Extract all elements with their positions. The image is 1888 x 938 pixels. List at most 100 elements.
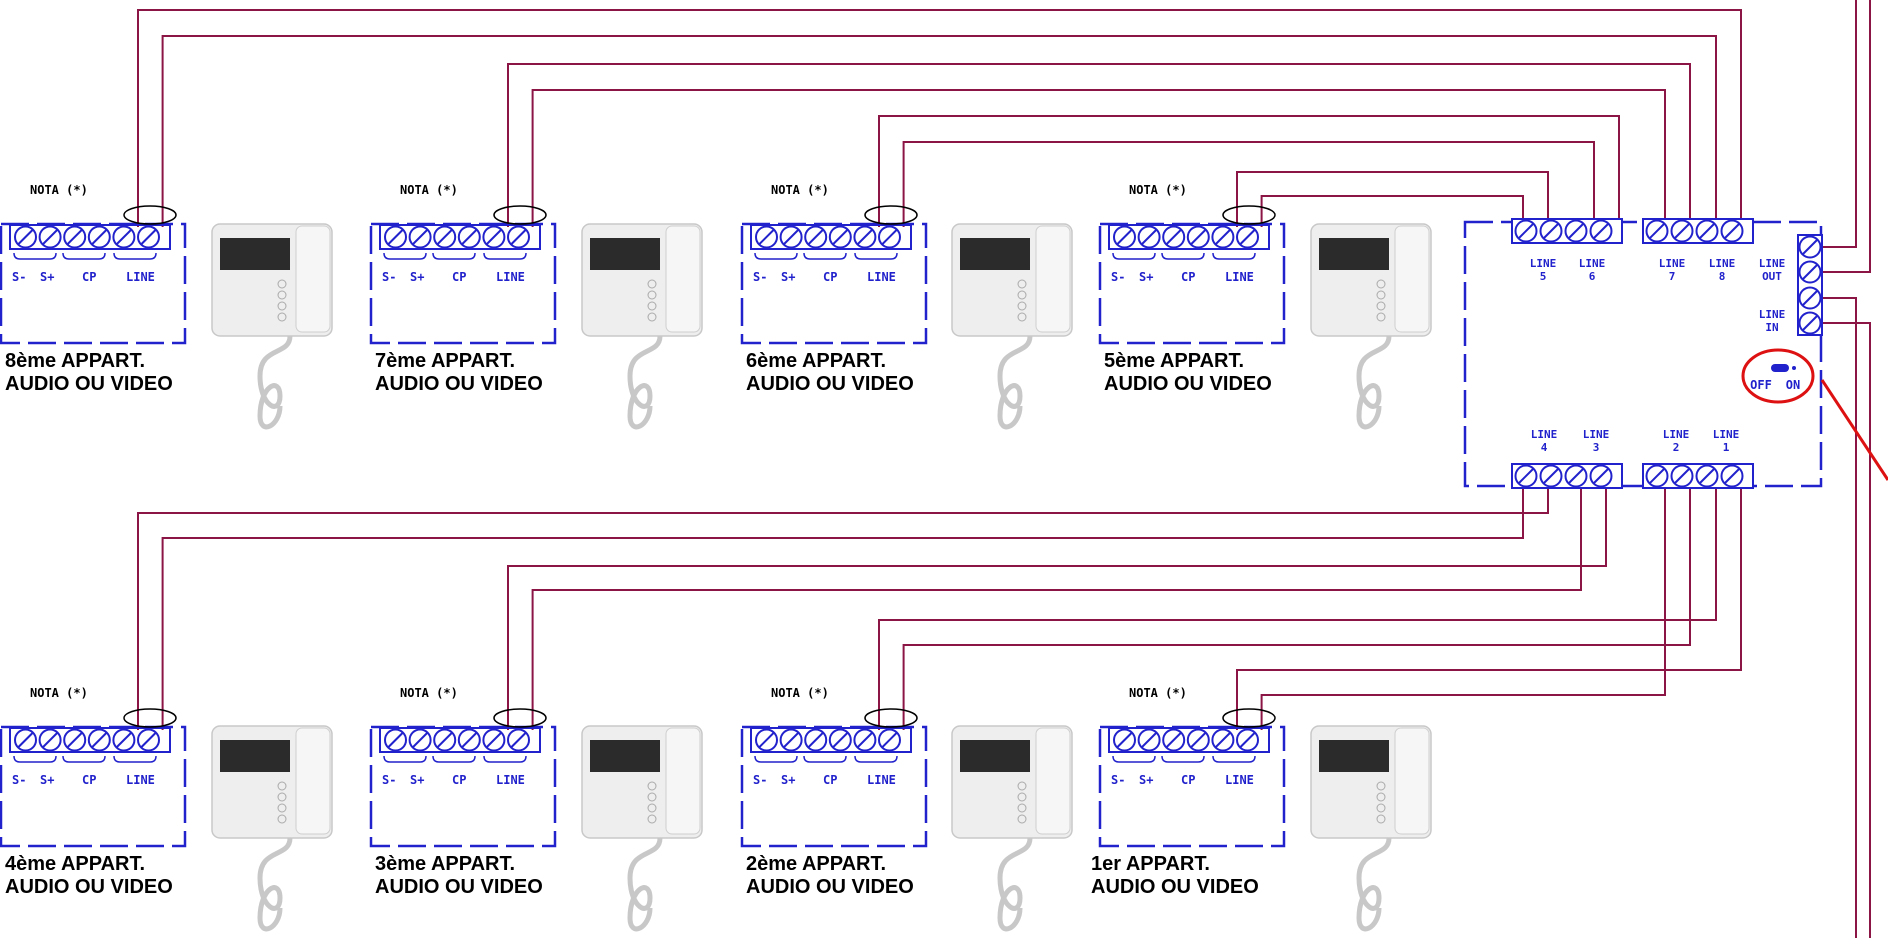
monitor-screen — [1319, 238, 1389, 270]
screw-terminal — [14, 225, 37, 249]
monitor-button — [1017, 814, 1027, 824]
terminal-label-s-minus: S- — [1111, 773, 1125, 787]
screw-terminal — [1798, 286, 1822, 310]
monitor-button — [277, 814, 287, 824]
screw-terminal — [87, 728, 111, 752]
handset-cord — [1356, 837, 1392, 932]
bracket — [1161, 755, 1205, 763]
cable-tie — [1222, 205, 1276, 225]
bracket — [1212, 755, 1256, 763]
screw-terminal — [1113, 225, 1136, 249]
terminal-label-line: LINE — [1225, 773, 1254, 787]
terminal-label-s-minus: S- — [12, 773, 26, 787]
cable-tie — [493, 205, 547, 225]
wire — [902, 141, 1595, 227]
handset — [665, 225, 701, 333]
terminal-strip — [750, 224, 912, 250]
screw-terminal — [482, 728, 506, 752]
handset-cord — [627, 837, 663, 932]
screw-terminal — [1514, 464, 1538, 488]
wire — [507, 486, 1607, 730]
distributor-line-number: 3 — [1593, 441, 1600, 454]
bracket — [62, 252, 106, 260]
bracket — [803, 252, 847, 260]
bracket — [754, 252, 798, 260]
handset-monitor — [1310, 725, 1432, 932]
apartment-subtitle: AUDIO OU VIDEO — [375, 876, 543, 898]
apartment-title: 3ème APPART. — [375, 853, 515, 875]
terminal-label-s-plus: S+ — [410, 270, 424, 284]
screw-terminal — [1186, 728, 1210, 752]
terminal-strip — [1108, 727, 1270, 753]
monitor-button — [1017, 312, 1027, 322]
monitor-button — [1376, 279, 1386, 289]
screw-terminal — [112, 728, 136, 752]
screw-terminal — [112, 225, 136, 249]
note-label: NOTA (*) — [30, 183, 88, 197]
monitor-button — [1017, 290, 1027, 300]
monitor-button — [1376, 814, 1386, 824]
handset-monitor — [951, 725, 1073, 932]
distributor-line-number: 7 — [1669, 270, 1676, 283]
terminal-label-s-plus: S+ — [1139, 773, 1153, 787]
bracket — [62, 755, 106, 763]
monitor-button — [1017, 781, 1027, 791]
screw-terminal — [1798, 260, 1822, 284]
screw-terminal — [1236, 225, 1259, 249]
terminal-label-line: LINE — [1225, 270, 1254, 284]
wire — [161, 35, 1717, 227]
switch-on-label: ON — [1786, 378, 1800, 392]
distributor-line-number: 5 — [1540, 270, 1547, 283]
line-distributor: LINE5LINE6LINE7LINE8LINE4LINE3LINE2LINE1… — [1463, 218, 1888, 489]
distributor-line-number: 2 — [1673, 441, 1680, 454]
monitor-button — [277, 301, 287, 311]
wire — [507, 63, 1691, 227]
monitor-button — [647, 781, 657, 791]
distributor-line-label: LINE — [1530, 257, 1557, 270]
bracket — [113, 252, 157, 260]
bracket — [1161, 252, 1205, 260]
note-label: NOTA (*) — [400, 183, 458, 197]
note-label: NOTA (*) — [400, 686, 458, 700]
bracket — [854, 755, 898, 763]
cable-tie — [493, 708, 547, 728]
screw-terminal — [507, 225, 530, 249]
screw-terminal — [828, 728, 852, 752]
terminal-label-cp: CP — [82, 773, 96, 787]
distributor-line-label: LINE — [1709, 257, 1736, 270]
terminal-strip — [9, 727, 171, 753]
apartment-title: 4ème APPART. — [5, 853, 145, 875]
monitor-button — [1376, 781, 1386, 791]
distributor-line-label: LINE — [1583, 428, 1610, 441]
screw-terminal — [1539, 219, 1563, 243]
monitor-button — [1376, 301, 1386, 311]
bracket — [383, 755, 427, 763]
terminal-label-s-plus: S+ — [40, 773, 54, 787]
screw-terminal — [384, 728, 407, 752]
terminal-label-line: LINE — [496, 773, 525, 787]
monitor-button — [647, 803, 657, 813]
screw-terminal — [1162, 225, 1186, 249]
monitor-button — [1376, 803, 1386, 813]
handset — [1394, 727, 1430, 835]
terminal-label-s-minus: S- — [382, 270, 396, 284]
riser-wire — [1810, 0, 1871, 273]
screw-terminal — [1236, 728, 1259, 752]
screw-terminal — [1137, 225, 1161, 249]
monitor-button — [277, 290, 287, 300]
terminal-label-cp: CP — [82, 270, 96, 284]
screw-terminal — [63, 225, 87, 249]
bracket — [483, 755, 527, 763]
monitor-button — [647, 312, 657, 322]
handset — [1035, 225, 1071, 333]
monitor-button — [647, 279, 657, 289]
handset — [1394, 225, 1430, 333]
screw-terminal — [38, 225, 62, 249]
monitor-button — [1017, 792, 1027, 802]
wire — [878, 486, 1717, 730]
monitor-button — [647, 301, 657, 311]
terminal-label-line: LINE — [496, 270, 525, 284]
wire — [902, 486, 1691, 730]
